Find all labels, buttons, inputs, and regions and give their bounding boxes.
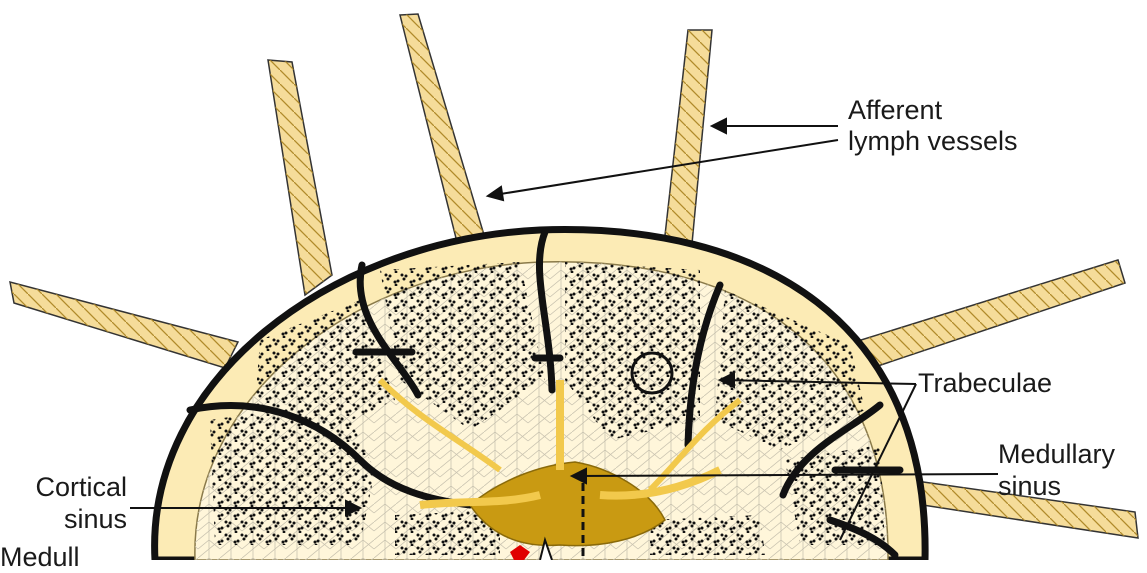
afferent-leader-2 <box>488 140 838 196</box>
label-medullary-sinus-line1: Medullary <box>998 439 1115 470</box>
afferent-vessel-2 <box>400 14 490 262</box>
afferent-vessel-4 <box>10 282 238 368</box>
label-cortical-sinus-line1: Cortical <box>0 472 127 503</box>
afferent-vessel-1 <box>268 60 332 295</box>
label-trabeculae: Trabeculae <box>918 368 1052 399</box>
label-medullary-sinus-line2: sinus <box>998 471 1061 502</box>
label-medulla-partial: Medull <box>0 542 80 573</box>
label-afferent-line1: Afferent <box>848 95 942 126</box>
lymph-node-diagram: Afferent lymph vessels Trabeculae Medull… <box>0 0 1147 560</box>
lymph-node-illustration <box>0 0 1147 560</box>
afferent-vessel-5 <box>845 260 1125 372</box>
afferent-vessel-3 <box>662 30 712 265</box>
label-afferent-line2: lymph vessels <box>848 126 1018 157</box>
label-cortical-sinus-line2: sinus <box>0 504 127 535</box>
lymph-node <box>155 230 925 560</box>
